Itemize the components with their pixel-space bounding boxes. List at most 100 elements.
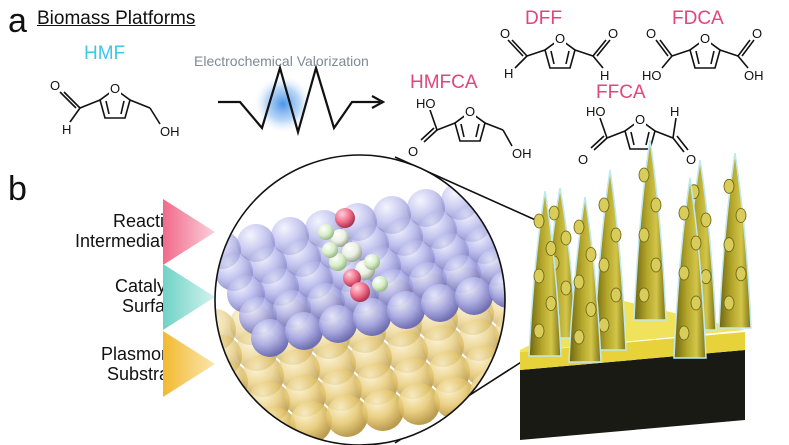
dff-o-left-label: O [500,26,510,41]
surface-atom [487,197,505,235]
substrate-atom [215,387,254,429]
nanospike-bump [585,247,597,262]
intermediate-atom [342,242,362,262]
hmf-label: HMF [84,43,126,64]
intermediate-atom [364,254,380,270]
panel-label-b: b [8,170,27,208]
fdca-o-right-label: O [752,26,762,41]
fdca-o-left-label: O [646,26,656,41]
nanospike-bump [598,197,610,213]
nanospike-bump [545,241,557,256]
nanospike-bump [650,197,662,213]
nanospike-bump [678,265,690,281]
ffca-label: FFCA [596,82,646,103]
dff-h-left-label: H [504,66,513,81]
nanospike-bump [573,329,585,345]
electrochemical-valorization-label: Electrochemical Valorization [194,53,369,69]
nanospike-bump [723,178,735,194]
nanostructure-array [520,139,752,440]
dff-o-right-label: O [608,26,618,41]
nanospike-bump [735,266,747,282]
intermediate-atom [329,253,347,271]
surface-atom [353,298,391,336]
fdca-label: FDCA [672,8,724,29]
hmfca-oh-label: OH [512,146,532,161]
surface-atom [251,319,289,357]
triangle-plasmonic-substrate [163,331,215,397]
surface-atom [489,270,505,308]
surface-atom [477,248,505,286]
fdca-oh-label: OH [744,68,764,83]
nanospike-bump [638,167,650,183]
triangle-catalytic-surface [163,264,215,330]
hmfca-structure: HO O OH [408,96,532,161]
nanospike-bump [735,208,747,223]
nanospike-bump [678,325,690,341]
nanospike-bump [533,268,545,284]
substrate-atom [434,377,476,419]
hmf-oh-label: OH [160,124,180,139]
substrate-atom [218,413,260,445]
dff-label: DFF [525,8,562,29]
ffca-structure: HO O H O [578,104,696,167]
nanospike-bump [533,213,545,229]
nanospike-bump [585,302,597,317]
nanospike-bump [610,287,622,303]
nanospike-bump [700,212,712,228]
substrate-atom [398,383,440,425]
intermediate-atom [372,276,388,292]
hmfca-label: HMFCA [410,72,478,93]
nanospike-bump [548,205,560,221]
nanospike-bump [723,237,735,253]
magnified-lattice [214,154,506,445]
nanospike [568,196,602,363]
nanospike-bump [560,280,572,296]
fdca-ho-label: HO [642,68,662,83]
nanospike-bump [638,227,650,243]
substrate-atom [470,371,505,413]
nanospike-bump [598,317,610,333]
fdca-structure: HO O OH O [642,26,764,83]
intermediate-atom [331,229,349,247]
nanospike-bump [690,295,702,311]
nanospike [593,169,627,351]
nanospike-bump [533,323,545,339]
nanospike [673,177,707,359]
substrate-atom [362,389,404,431]
panel-label-a: a [8,2,27,40]
dff-structure: H O H O [500,26,618,83]
surface-atom [285,312,323,350]
nanospike-bump [610,227,622,243]
nanospike [718,152,752,329]
electrochemical-arrow [218,64,386,137]
substrate-atom [326,395,368,437]
nanospike-bump [573,219,585,235]
nanospike-bump [598,257,610,273]
intermediate-atom [350,282,370,302]
surface-atom [455,277,493,315]
nanospike-bump [573,274,585,290]
intermediate-atom [343,269,361,287]
intermediate-atom [335,208,355,228]
triangle-reaction-intermediates [163,199,215,265]
dff-h-right-label: H [600,68,609,83]
nanospike-bump [700,269,712,285]
ffca-h-label: H [670,104,679,119]
nanospike-bump [678,205,690,221]
surface-atom [319,305,357,343]
nanospike [528,190,562,357]
surface-atom [421,284,459,322]
ffca-ho-label: HO [586,104,606,119]
nanospike-bump [723,295,735,311]
nanospike-bump [690,235,702,251]
surface-atom [499,219,505,257]
ffca-o-left-label: O [578,152,588,167]
hmf-structure: H O OH [50,78,180,139]
ffca-o-right-label: O [686,152,696,167]
hmf-h-label: H [62,122,71,137]
substrate-atom [215,361,248,403]
hmf-o-label: O [50,78,60,93]
